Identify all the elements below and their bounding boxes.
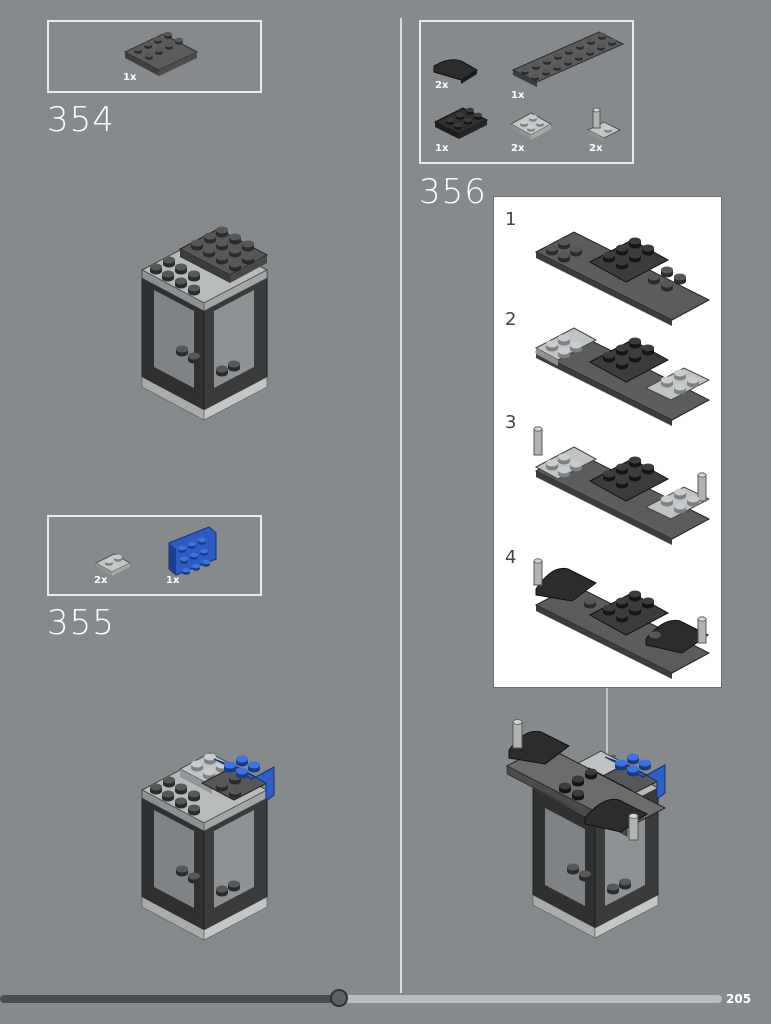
substep-3-model <box>533 426 711 545</box>
part-qty: 1x <box>123 72 137 83</box>
light-gray-plate-1x2-icon <box>94 553 132 576</box>
part-qty: 2x <box>94 575 108 586</box>
substep-number: 3 <box>505 412 517 433</box>
page-progress-handle[interactable] <box>330 989 348 1007</box>
light-gray-plate-2x2-icon <box>509 112 553 140</box>
substep-number: 1 <box>505 209 517 230</box>
page-progress-fill <box>0 995 339 1003</box>
parts-box-356: 2x 1x 1x 2x 2x <box>419 20 634 164</box>
column-divider <box>400 18 402 993</box>
step-356-model <box>505 719 667 939</box>
light-gray-bar-holder-icon <box>586 107 622 142</box>
page-progress-track <box>0 995 722 1003</box>
part-qty: 2x <box>589 143 603 154</box>
parts-box-355: 2x 1x <box>47 515 262 596</box>
blue-bracket-plate-icon <box>168 526 217 576</box>
part-qty: 1x <box>511 90 525 101</box>
part-qty: 1x <box>435 143 449 154</box>
parts-box-354: 1x <box>47 20 262 93</box>
step-number: 354 <box>47 100 115 140</box>
step-number: 355 <box>47 603 115 643</box>
substep-1-model <box>534 231 711 326</box>
black-plate-2x3-icon <box>433 107 489 139</box>
substep-4-model <box>533 558 711 679</box>
substep-2-model <box>534 327 711 426</box>
part-qty: 2x <box>511 143 525 154</box>
substep-number: 4 <box>505 547 517 568</box>
black-curved-slope-icon <box>433 59 478 84</box>
part-qty: 2x <box>435 80 449 91</box>
step-number: 356 <box>419 172 487 212</box>
substep-panel: 1 2 3 4 <box>493 196 722 688</box>
step-355-model <box>140 752 275 941</box>
part-qty: 1x <box>166 575 180 586</box>
dark-gray-plate-2x8-icon <box>511 31 625 87</box>
dark-gray-plate-2x4-icon <box>123 31 199 76</box>
substep-number: 2 <box>505 309 517 330</box>
page-number: 205 <box>726 992 752 1006</box>
step-354-model <box>140 226 269 421</box>
